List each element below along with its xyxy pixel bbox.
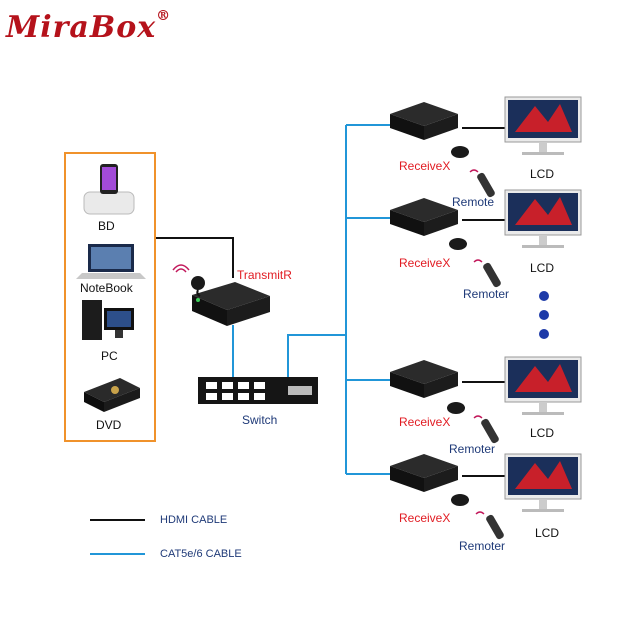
lcd-label-3: LCD <box>530 426 555 440</box>
lcd-monitor-icon-3 <box>504 356 582 415</box>
hdmi-cable-source <box>156 237 234 278</box>
receiver-label-4: ReceiveX <box>399 415 451 429</box>
receiver-icon-1 <box>390 102 469 158</box>
legend-cat-label: CAT5e/6 CABLE <box>160 548 242 560</box>
remote-icon-1 <box>469 169 495 198</box>
more-dot-1 <box>539 291 549 301</box>
source-label-dvd: DVD <box>96 418 122 432</box>
source-label-notebook: NoteBook <box>80 281 133 295</box>
lcd-label-4: LCD <box>535 526 560 540</box>
remote-icon-4 <box>475 511 504 540</box>
remote-label-3: Remoter <box>449 442 496 456</box>
pc-icon <box>82 300 134 340</box>
dvd-icon <box>84 378 140 412</box>
receiver-icon-4 <box>390 454 469 506</box>
switch-icon <box>198 377 318 404</box>
lcd-monitor-icon-4 <box>504 453 582 512</box>
transmitter-label: TransmitR <box>237 268 292 282</box>
legend-hdmi-label: HDMI CABLE <box>160 514 228 526</box>
remote-icon-2 <box>473 259 501 288</box>
switch-label: Switch <box>242 413 278 427</box>
receiver-icon-2 <box>390 198 467 250</box>
receiver-label-5: ReceiveX <box>399 511 451 525</box>
remote-label-2: Remoter <box>463 287 510 301</box>
cat-cable-trunk <box>287 125 347 384</box>
receiver-icon-3 <box>390 360 465 414</box>
ir-signal-icon <box>172 264 190 273</box>
lcd-monitor-icon-1 <box>504 96 582 155</box>
lcd-label-2: LCD <box>530 261 555 275</box>
remote-icon-3 <box>473 415 499 444</box>
mirabox-logo: MiraBox® <box>6 8 172 45</box>
source-label-pc: PC <box>101 349 118 363</box>
source-label-bd: BD <box>98 219 115 233</box>
bd-icon <box>83 164 135 215</box>
receiver-label-1: ReceiveX <box>399 159 451 173</box>
lcd-label-1: LCD <box>530 167 555 181</box>
receiver-label-2: ReceiveX <box>399 256 451 270</box>
transmitter-icon <box>191 276 270 326</box>
remote-label-4: Remoter <box>459 539 506 553</box>
lcd-monitor-icon-2 <box>504 189 582 248</box>
more-dot-2 <box>539 310 549 320</box>
more-dot-3 <box>539 329 549 339</box>
remote-label-1: Remote <box>452 195 495 209</box>
notebook-icon <box>76 244 146 279</box>
source-devices-panel <box>64 152 156 442</box>
